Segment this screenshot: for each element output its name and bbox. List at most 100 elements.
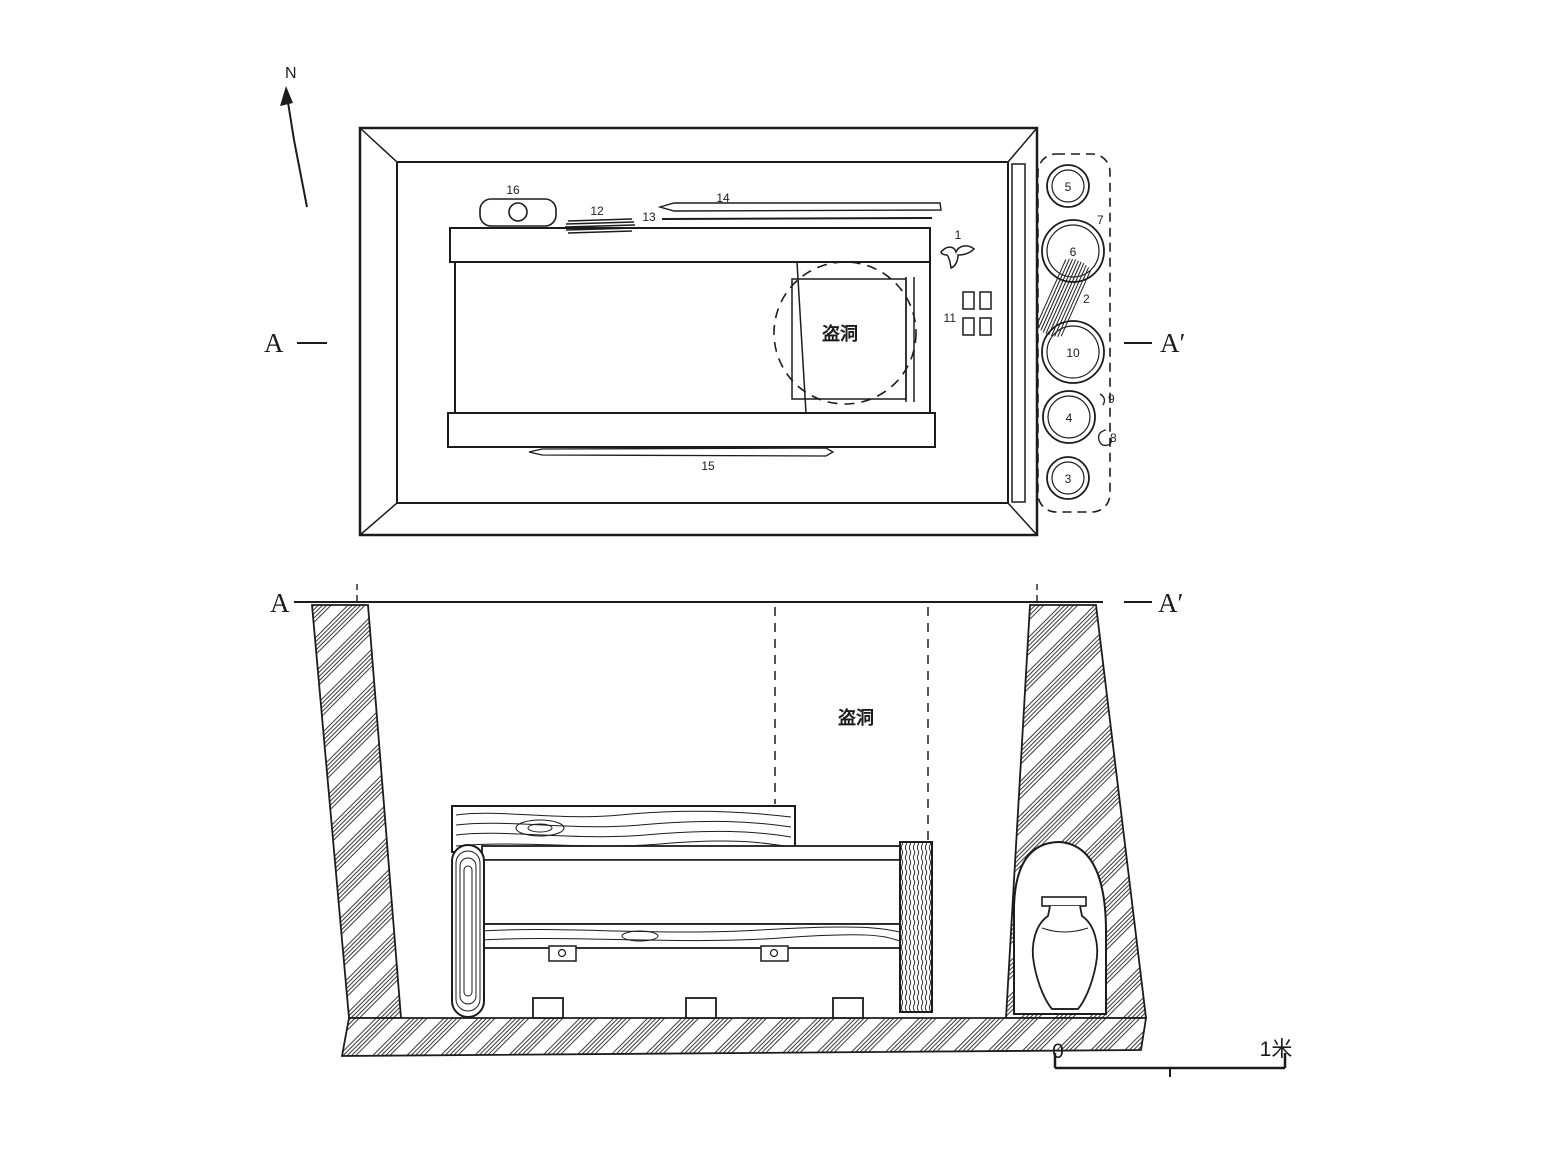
cleat-peg bbox=[557, 948, 567, 958]
section-marker-left: A bbox=[270, 588, 290, 618]
artifact-1: 1 bbox=[940, 228, 976, 270]
artifact-11-plaque bbox=[979, 317, 992, 336]
coffin-cleat bbox=[760, 945, 789, 962]
niche-outline-dashed bbox=[1037, 153, 1111, 513]
section-robber-hole: 盗洞 bbox=[774, 607, 929, 842]
section-chamber-cover bbox=[451, 805, 796, 853]
artifact-16: 16 bbox=[479, 183, 557, 227]
artifact-11-plaque bbox=[979, 291, 992, 310]
label-1: 1 bbox=[955, 228, 962, 242]
vessel-6: 6 bbox=[1041, 219, 1105, 283]
vessel-4-inner bbox=[1047, 395, 1091, 439]
label-14: 14 bbox=[716, 191, 730, 205]
bundle-stick bbox=[1050, 262, 1085, 337]
cleat-peg bbox=[769, 948, 779, 958]
vessel-3-outer bbox=[1046, 456, 1090, 500]
endboard-left-outline bbox=[451, 844, 485, 1018]
vessel-6-outer bbox=[1041, 219, 1105, 283]
vessel-4-outer bbox=[1042, 390, 1096, 444]
pot-rim bbox=[1041, 896, 1087, 907]
plan-pit-frame bbox=[358, 126, 1039, 537]
artifact-16-body bbox=[479, 198, 557, 227]
artifact-14: 14 bbox=[657, 191, 942, 212]
north-label: N bbox=[285, 65, 297, 82]
section-marker-right: A′ bbox=[1158, 588, 1183, 618]
pot-shoulder-line bbox=[1041, 927, 1089, 933]
artifact-12: 12 bbox=[564, 204, 636, 234]
scale-zero-label: 0 bbox=[1052, 1040, 1064, 1063]
label-8: 8 bbox=[1110, 431, 1117, 445]
vessel-3-inner bbox=[1051, 461, 1085, 495]
bundle-stick bbox=[1036, 259, 1067, 326]
bundle-stick bbox=[1045, 260, 1079, 334]
section-view: A A′ 盗洞 bbox=[270, 584, 1183, 1057]
label-6: 6 bbox=[1070, 245, 1077, 259]
coffin-top-rail bbox=[481, 845, 903, 861]
vessel-10-inner bbox=[1046, 325, 1100, 379]
endboard-left-ring bbox=[463, 865, 473, 997]
cover-knot bbox=[515, 819, 565, 837]
earth-floor bbox=[340, 1017, 1148, 1057]
east-side-plank bbox=[1011, 163, 1026, 503]
artifact-11: 11 bbox=[944, 291, 992, 336]
vessel-3: 3 bbox=[1046, 456, 1090, 500]
label-13: 13 bbox=[642, 210, 656, 224]
plan-section-marker-right: A′ bbox=[1160, 328, 1185, 358]
artifact-9-mark bbox=[1099, 393, 1106, 406]
endboard-left-ring bbox=[459, 857, 477, 1005]
pit-corner-sw bbox=[359, 502, 398, 536]
vessel-10: 10 bbox=[1041, 320, 1105, 384]
coffin-bottom-plank bbox=[477, 923, 905, 949]
cover-knot bbox=[527, 823, 553, 833]
label-4: 4 bbox=[1066, 411, 1073, 425]
label-11: 11 bbox=[944, 311, 957, 325]
artifact-12-slip bbox=[565, 227, 635, 231]
coffin-endboard-right bbox=[899, 841, 933, 1013]
artifact-8-spiral bbox=[1098, 429, 1112, 447]
label-15: 15 bbox=[701, 459, 715, 473]
cover-grain bbox=[455, 830, 792, 838]
coffin-foot bbox=[832, 997, 864, 1019]
plan-artifacts: 16 12 13 14 bbox=[479, 183, 992, 473]
label-10: 10 bbox=[1066, 346, 1080, 360]
plan-robber-hole-label: 盗洞 bbox=[822, 323, 858, 344]
coffin-foot bbox=[685, 997, 717, 1019]
plan-section-marker-left: A bbox=[264, 328, 284, 358]
cover-grain bbox=[455, 810, 792, 818]
north-arrow-head bbox=[280, 86, 293, 106]
section-coffin bbox=[451, 841, 933, 1019]
artifact-14-rod bbox=[657, 202, 942, 212]
plank-grain bbox=[481, 926, 901, 933]
vessel-6-inner bbox=[1046, 224, 1100, 278]
plan-robber-hole: 盗洞 bbox=[773, 261, 917, 405]
artifact-11-plaque bbox=[962, 317, 975, 336]
artifact-12-slip bbox=[564, 224, 636, 228]
cover-grain bbox=[455, 840, 792, 848]
bundle-stick bbox=[1038, 258, 1070, 329]
coffin-side-panel bbox=[481, 859, 903, 925]
coffin-cleat bbox=[548, 945, 577, 962]
bundle-stick bbox=[1057, 267, 1090, 337]
label-5: 5 bbox=[1065, 180, 1072, 194]
coffin-endboard-left bbox=[451, 844, 485, 1018]
artifact-12-slip bbox=[565, 221, 635, 225]
scale-bar: 0 1米 bbox=[1052, 1038, 1292, 1077]
bundle-stick bbox=[1042, 259, 1077, 333]
label-16: 16 bbox=[506, 183, 520, 197]
artifact-16-disc bbox=[508, 202, 528, 222]
pit-outer-rim bbox=[358, 126, 1039, 537]
artifact-11-plaque bbox=[962, 291, 975, 310]
pit-corner-se bbox=[1007, 502, 1038, 536]
coffin-foot bbox=[532, 997, 564, 1019]
artifact-12-slip bbox=[567, 218, 633, 222]
plan-side-niche: 5 7 6 2 bbox=[1036, 153, 1117, 513]
pot-body bbox=[1031, 905, 1099, 1010]
section-robber-hole-label: 盗洞 bbox=[838, 707, 874, 728]
scale-max-label: 1米 bbox=[1260, 1038, 1293, 1061]
label-9: 9 bbox=[1108, 392, 1115, 406]
vessel-5: 5 bbox=[1046, 164, 1090, 208]
niche-pot bbox=[1031, 896, 1099, 1010]
bundle-stick bbox=[1048, 261, 1082, 336]
